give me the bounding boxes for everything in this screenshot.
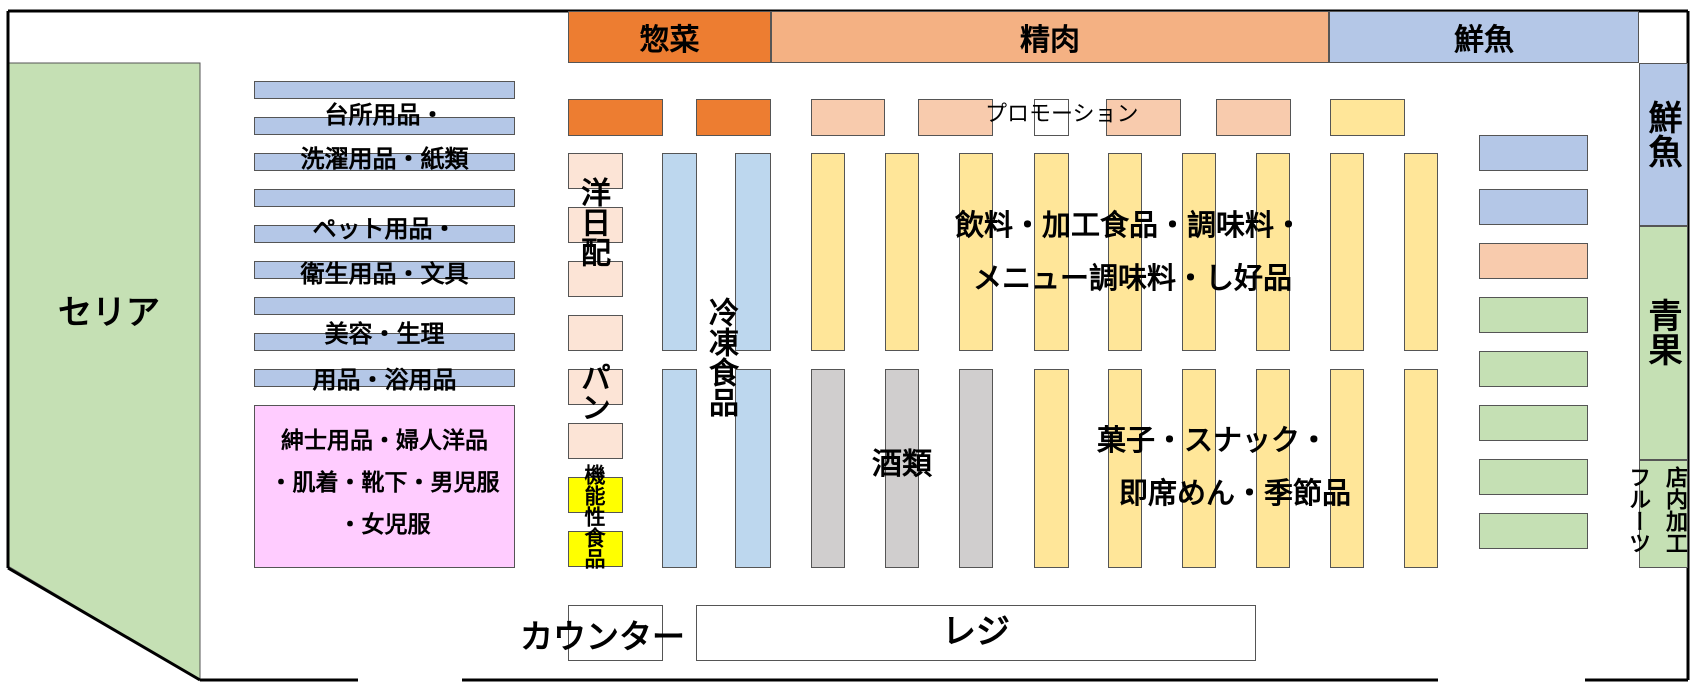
- side-shelf: [1479, 351, 1588, 387]
- yoshoku-shelf: [568, 153, 623, 189]
- side-shelf: [1479, 135, 1588, 171]
- snack-shelf: [1108, 369, 1142, 568]
- pan-shelf: [568, 423, 623, 459]
- drinks-label-2: メニュー調味料・し好品: [973, 261, 1293, 295]
- sozai-label: 惣菜: [639, 23, 700, 58]
- yoshoku-shelf: [568, 261, 623, 297]
- promo-block: [811, 99, 885, 136]
- register-box: [696, 605, 1256, 661]
- grocery-shelf: [1330, 153, 1364, 351]
- promo-block: [696, 99, 771, 136]
- side-shelf: [1479, 459, 1588, 495]
- wall-diagonal: [7, 566, 201, 682]
- sundry-shelf: [254, 117, 515, 135]
- apparel-label-2: ・肌着・靴下・男児服: [269, 470, 500, 496]
- kitchen-label-2: 洗濯用品・紙類: [300, 145, 469, 173]
- yoshoku-label: 洋日配: [575, 177, 610, 267]
- seika-side-label: 青果: [1642, 298, 1682, 366]
- sake-shelf: [959, 369, 993, 568]
- grocery-shelf: [1256, 153, 1290, 351]
- kitchen-label-1: 台所用品・: [324, 101, 445, 129]
- side-shelf: [1479, 513, 1588, 549]
- yoshoku-shelf: [568, 315, 623, 351]
- sozai-counter: 惣菜: [568, 11, 771, 63]
- snack-shelf: [1182, 369, 1216, 568]
- seiniku-label: 精肉: [1020, 23, 1080, 58]
- sundry-shelf: [254, 333, 515, 351]
- snack-shelf: [1404, 369, 1438, 568]
- reitou-label: 冷凍食品: [703, 297, 738, 417]
- seika-side-counter: [1639, 226, 1688, 460]
- yoshoku-shelf: [568, 207, 623, 243]
- sengyo-label: 鮮魚: [1454, 23, 1514, 58]
- pet-label-2: 衛生用品・文具: [300, 260, 469, 288]
- kinousei-shelf: [568, 531, 623, 567]
- grocery-shelf: [1034, 153, 1069, 351]
- grocery-shelf: [1404, 153, 1438, 351]
- side-shelf: [1479, 297, 1588, 333]
- frozen-shelf: [735, 153, 771, 351]
- sake-shelf: [885, 369, 919, 568]
- sake-shelf: [811, 369, 845, 568]
- grocery-shelf: [811, 153, 845, 351]
- snack-shelf: [1034, 369, 1069, 568]
- sundry-shelf: [254, 81, 515, 99]
- drinks-label-1: 飲料・加工食品・調味料・: [955, 208, 1304, 242]
- frozen-shelf: [662, 153, 697, 351]
- seria-area: [7, 62, 201, 681]
- grocery-shelf: [959, 153, 993, 351]
- grocery-shelf: [1108, 153, 1142, 351]
- register-label: レジ: [942, 612, 1010, 652]
- seiniku-counter: 精肉: [771, 11, 1329, 63]
- sengyo-counter: 鮮魚: [1329, 11, 1639, 63]
- fruit-counter: [1639, 460, 1688, 568]
- counter-label: カウンター: [520, 617, 685, 656]
- side-shelf: [1479, 405, 1588, 441]
- sengyo-side-counter: [1639, 63, 1688, 226]
- sundry-shelf: [254, 261, 515, 279]
- sake-label: 酒類: [872, 447, 932, 482]
- promo-block: [1034, 99, 1069, 136]
- side-shelf: [1479, 189, 1588, 225]
- sundry-shelf: [254, 189, 515, 207]
- snack-label-1: 菓子・スナック・: [1097, 423, 1329, 457]
- pet-label-1: ペット用品・: [312, 215, 457, 243]
- apparel-block: [254, 405, 515, 568]
- snack-shelf: [1256, 369, 1290, 568]
- pan-label: パン: [575, 362, 610, 422]
- grocery-shelf: [885, 153, 919, 351]
- pan-shelf: [568, 369, 623, 405]
- sundry-shelf: [254, 297, 515, 315]
- side-shelf: [1479, 243, 1588, 279]
- beauty-label-2: 用品・浴用品: [312, 366, 457, 394]
- apparel-label-3: ・女児服: [338, 512, 431, 538]
- promotion-label: プロモーション: [985, 102, 1139, 127]
- apparel-label-1: 紳士用品・婦人洋品: [281, 428, 488, 454]
- promo-block: [1106, 99, 1181, 136]
- sundry-shelf: [254, 153, 515, 171]
- grocery-shelf: [1182, 153, 1216, 351]
- fruit-label-b: フルーツ: [1625, 466, 1650, 554]
- snack-shelf: [1330, 369, 1364, 568]
- frozen-shelf: [735, 369, 771, 568]
- snack-label-2: 即席めん・季節品: [1119, 476, 1352, 510]
- counter-box: [568, 605, 663, 661]
- fruit-label-a: 店内加工: [1662, 466, 1687, 554]
- kinousei-label: 機能性食品: [582, 464, 606, 569]
- promo-block: [1330, 99, 1405, 136]
- sundry-shelf: [254, 369, 515, 387]
- beauty-label-1: 美容・生理: [324, 320, 445, 348]
- sundry-shelf: [254, 225, 515, 243]
- sengyo-side-label: 鮮魚: [1642, 100, 1682, 168]
- seria-label: セリア: [58, 293, 160, 333]
- promo-block: [1216, 99, 1291, 136]
- promo-block: [918, 99, 993, 136]
- promo-block: [568, 99, 663, 136]
- kinousei-shelf: [568, 477, 623, 513]
- frozen-shelf: [662, 369, 697, 568]
